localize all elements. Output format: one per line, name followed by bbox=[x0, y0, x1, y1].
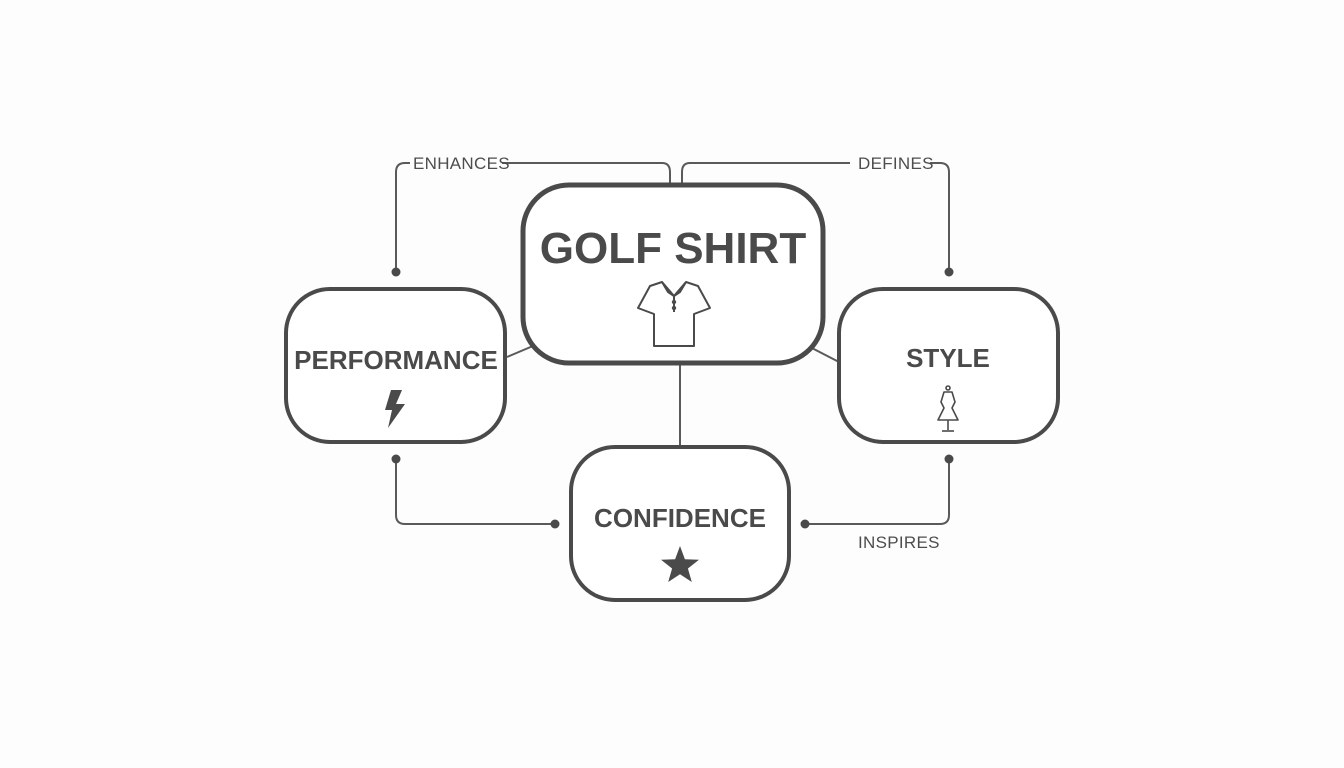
wire-inspires bbox=[805, 459, 950, 525]
edge-label-inspires: INSPIRES bbox=[858, 533, 940, 552]
wire-enhances-right bbox=[502, 162, 671, 184]
node-golf-shirt-label: GOLF SHIRT bbox=[540, 224, 807, 273]
node-confidence-box bbox=[569, 445, 791, 602]
node-style: STYLE bbox=[837, 287, 1060, 444]
dot-bottom-right bbox=[800, 519, 810, 529]
dress-form-icon bbox=[937, 385, 959, 432]
dot-bottom-left bbox=[550, 519, 560, 529]
connectors bbox=[395, 162, 950, 525]
wire-defines bbox=[930, 162, 950, 272]
connector-dots bbox=[391, 267, 954, 529]
polo-shirt-icon bbox=[637, 281, 711, 347]
node-golf-shirt: GOLF SHIRT bbox=[520, 182, 826, 366]
node-performance-label: PERFORMANCE bbox=[294, 345, 498, 375]
node-confidence-label: CONFIDENCE bbox=[594, 503, 766, 533]
wire-performance-confidence bbox=[395, 459, 555, 525]
dot-left-bottom bbox=[391, 454, 401, 464]
edge-label-defines: DEFINES bbox=[858, 154, 934, 173]
lightning-bolt-icon bbox=[385, 390, 405, 428]
node-confidence: CONFIDENCE bbox=[569, 445, 791, 602]
node-performance-box bbox=[284, 287, 507, 444]
wire-enhances bbox=[395, 162, 410, 272]
wire-defines-left bbox=[681, 162, 850, 184]
node-performance: PERFORMANCE bbox=[284, 287, 507, 444]
star-icon bbox=[661, 546, 699, 582]
node-style-box bbox=[837, 287, 1060, 444]
dot-left-top bbox=[391, 267, 401, 277]
edge-label-enhances: ENHANCES bbox=[413, 154, 510, 173]
node-golf-shirt-box bbox=[520, 182, 826, 366]
dot-right-bottom bbox=[944, 454, 954, 464]
node-style-label: STYLE bbox=[906, 343, 990, 373]
dot-right-top bbox=[944, 267, 954, 277]
